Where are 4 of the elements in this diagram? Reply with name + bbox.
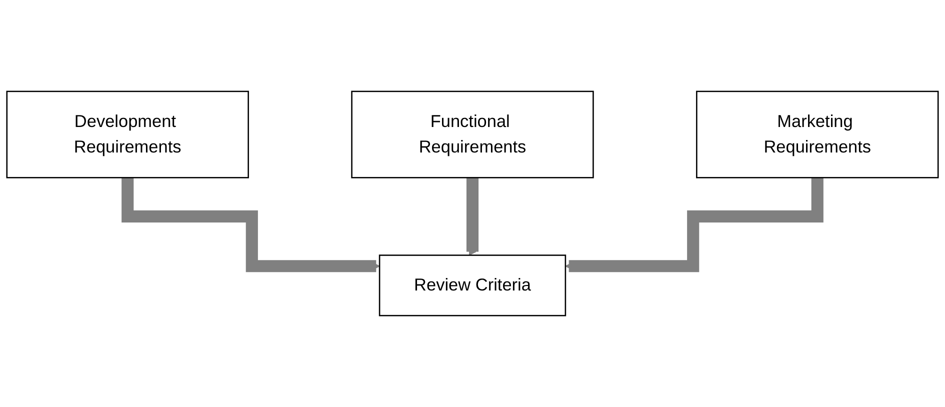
node-box: Review Criteria: [378, 254, 566, 316]
node-box: Development Requirements: [6, 90, 249, 178]
node-box: Functional Requirements: [351, 90, 594, 178]
node-box: Marketing Requirements: [696, 90, 939, 178]
